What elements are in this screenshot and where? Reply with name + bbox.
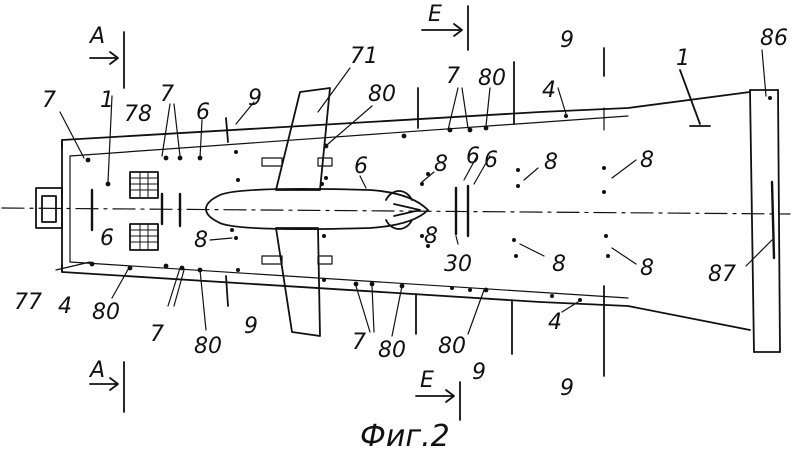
centerline — [1, 207, 791, 215]
label-8: 8 — [544, 150, 558, 175]
end-wall-outer — [749, 89, 755, 353]
section-arrow-e-top — [421, 23, 463, 37]
label-78: 78 — [124, 102, 152, 127]
inner-wall-bottom — [69, 261, 629, 299]
aircraft-fuselage — [205, 187, 429, 231]
label-80: 80 — [368, 82, 396, 107]
label-6: 6 — [196, 100, 210, 125]
label-8: 8 — [552, 252, 566, 277]
label-9: 9 — [560, 376, 574, 401]
label-4: 4 — [548, 310, 562, 335]
label-7: 7 — [42, 88, 56, 113]
label-7: 7 — [150, 322, 164, 347]
equipment-78-top — [129, 171, 159, 199]
post-9 — [225, 275, 229, 307]
section-arrow-e-bottom — [415, 389, 455, 403]
rear-unit-77-inner — [41, 195, 57, 223]
label-80: 80 — [92, 300, 120, 325]
label-6: 6 — [466, 144, 480, 169]
label-8: 8 — [194, 228, 208, 253]
label-87: 87 — [708, 262, 736, 287]
label-7: 7 — [352, 330, 366, 355]
label-80: 80 — [478, 66, 506, 91]
label-1: 1 — [676, 46, 690, 71]
label-6: 6 — [354, 154, 368, 179]
aircraft-wing-bottom — [275, 227, 321, 337]
support-block — [317, 157, 333, 167]
label-30: 30 — [444, 252, 472, 277]
label-6: 6 — [484, 148, 498, 173]
section-letter-e-top: Е — [428, 2, 442, 27]
label-80: 80 — [194, 334, 222, 359]
label-9: 9 — [244, 314, 258, 339]
leader-lines — [55, 49, 773, 337]
label-9: 9 — [248, 86, 262, 111]
label-80: 80 — [378, 338, 406, 363]
gate-87 — [770, 180, 776, 260]
equipment-78-bottom — [129, 223, 159, 251]
support-block — [261, 157, 283, 167]
support-block — [261, 255, 283, 265]
section-letter-a-top: А — [90, 24, 106, 49]
label-8: 8 — [640, 256, 654, 281]
end-wall-inner — [777, 89, 781, 353]
label-80: 80 — [438, 334, 466, 359]
rear-unit-77 — [35, 187, 63, 229]
equipment-78-hatching — [129, 171, 159, 251]
label-9: 9 — [560, 28, 574, 53]
label-9: 9 — [472, 360, 486, 385]
label-8: 8 — [640, 148, 654, 173]
aircraft-tail — [385, 190, 421, 230]
detail-dots — [85, 96, 772, 302]
post-9 — [225, 117, 229, 143]
figure-caption: Фиг.2 — [360, 419, 450, 454]
label-77: 77 — [14, 290, 42, 315]
label-4: 4 — [58, 294, 72, 319]
marker-1-leader — [679, 69, 701, 125]
section-letter-a-bottom: А — [90, 358, 106, 383]
label-4: 4 — [542, 78, 556, 103]
label-8: 8 — [424, 224, 438, 249]
label-71: 71 — [350, 44, 378, 69]
section-letter-e-bottom: Е — [420, 368, 434, 393]
label-1: 1 — [100, 88, 114, 113]
section-arrow-a-top — [89, 51, 119, 65]
section-arrow-a-bottom — [89, 377, 119, 391]
label-6: 6 — [100, 226, 114, 251]
support-block — [317, 255, 333, 265]
label-7: 7 — [160, 82, 174, 107]
label-86: 86 — [760, 26, 788, 51]
label-8: 8 — [434, 152, 448, 177]
label-7: 7 — [446, 64, 460, 89]
aircraft-wing-top — [275, 87, 331, 191]
